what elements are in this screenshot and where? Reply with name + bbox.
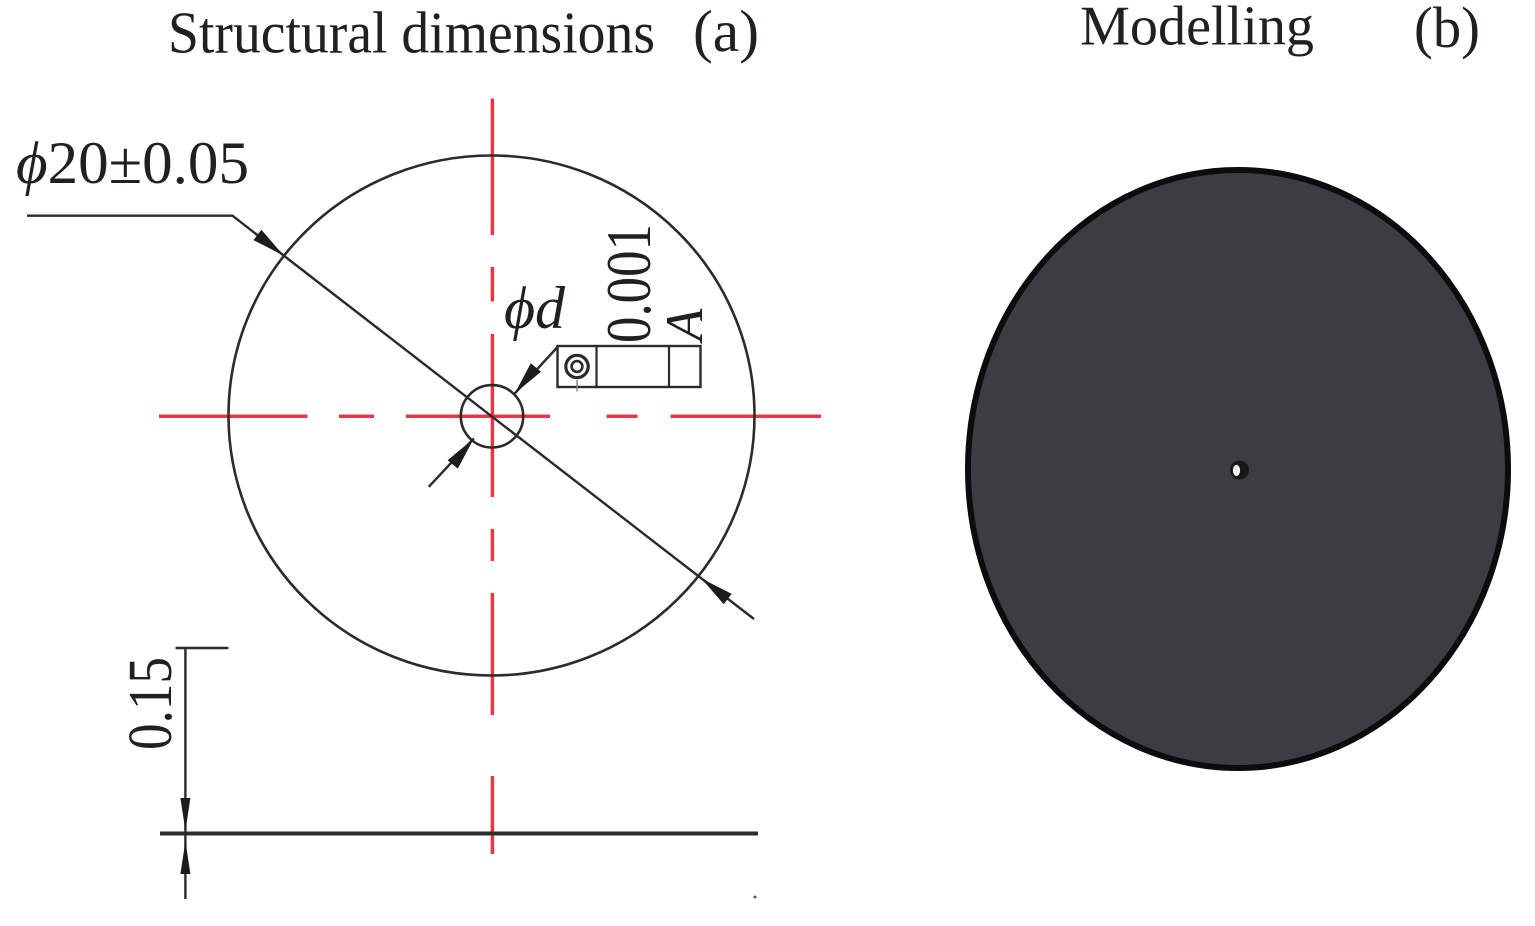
svg-text:(a): (a) (693, 0, 759, 64)
svg-text:A: A (656, 308, 714, 344)
svg-text:ϕd: ϕd (504, 275, 566, 341)
svg-text:Structural dimensions: Structural dimensions (168, 0, 655, 66)
svg-text:0.15: 0.15 (117, 657, 185, 750)
svg-text:0.001: 0.001 (594, 224, 664, 343)
svg-text:(b): (b) (1414, 0, 1480, 60)
svg-text:ϕ20±0.05: ϕ20±0.05 (16, 130, 249, 196)
svg-text:Modelling: Modelling (1080, 0, 1314, 58)
